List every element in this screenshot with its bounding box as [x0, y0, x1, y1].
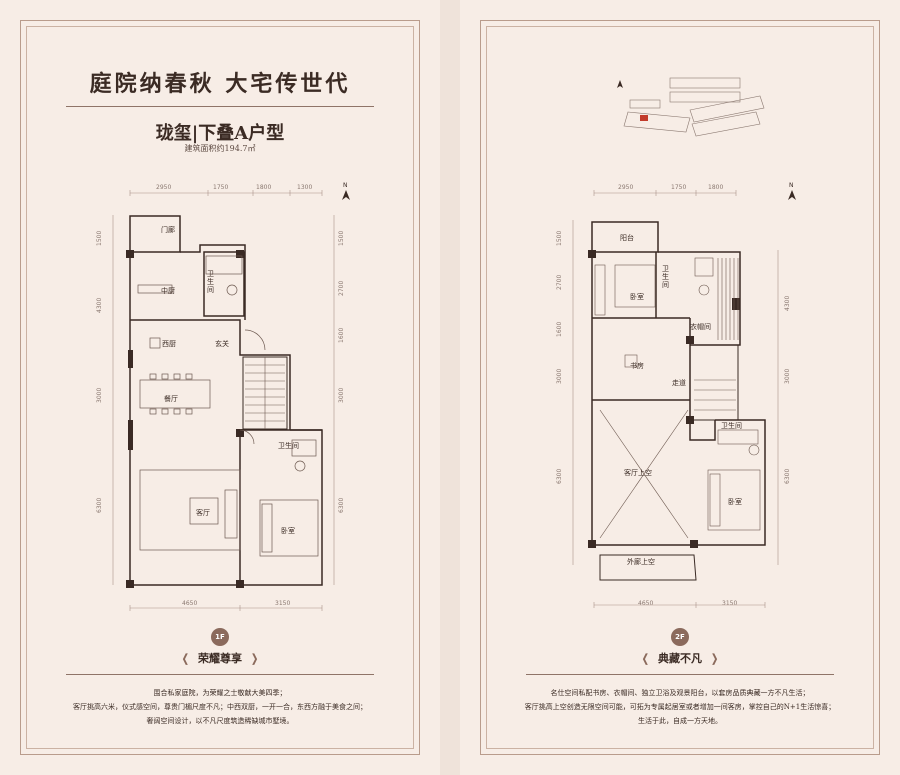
room-bathroom-bottom: 卫生间	[278, 442, 299, 450]
room-study: 书房	[630, 362, 644, 370]
inner-frame	[486, 26, 874, 749]
dim-top-2: 1750	[213, 184, 229, 191]
dim-top-1: 2950	[156, 184, 172, 191]
bracket-left-icon: ❬	[640, 652, 650, 665]
headline: 庭院纳春秋 大宅传世代	[89, 71, 351, 97]
dim-top-4: 1300	[297, 184, 313, 191]
room-bathroom-bottom: 卫生间	[721, 422, 742, 430]
floor-tagline: ❬ 荣耀尊享 ❭	[0, 650, 440, 666]
unit-marker-icon	[640, 115, 648, 121]
dim-top-2: 1750	[671, 184, 687, 191]
north-label: N	[343, 182, 348, 189]
dim-bottom-2: 3150	[275, 600, 291, 607]
room-bathroom-top: 卫生间	[207, 270, 214, 294]
site-key-plan	[617, 77, 765, 137]
dim-top-1: 2950	[618, 184, 634, 191]
dim-bottom-1: 4650	[182, 600, 198, 607]
floor-tagline: ❬ 典藏不凡 ❭	[460, 650, 900, 666]
room-bedroom-top: 卧室	[630, 293, 644, 301]
inner-frame	[26, 26, 414, 749]
dim-bottom-2: 3150	[722, 600, 738, 607]
bracket-right-icon: ❭	[710, 652, 720, 665]
tagline-divider	[526, 674, 834, 675]
room-corridor: 走道	[672, 379, 686, 387]
tagline-divider	[66, 674, 374, 675]
description-line: 奢阔空间设计，以不凡尺度筑造稀缺城市墅境。	[146, 717, 294, 725]
floor-plan-2f	[572, 190, 796, 608]
bracket-left-icon: ❬	[180, 652, 190, 665]
description-line: 名仕空间私配书房、衣帽间、独立卫浴及观景阳台，以套房品质典藏一方不凡生活；	[550, 689, 810, 697]
right-panel: 2950 1750 1800 4650 3150 1500 2700 1600 …	[460, 0, 900, 775]
description-line: 围合私家庭院，为荣耀之士敬献大美四季；	[153, 689, 287, 697]
floor-plan-1f	[112, 190, 350, 611]
room-foyer: 玄关	[215, 340, 229, 348]
tagline-text: 典藏不凡	[658, 652, 702, 665]
floor-badge: 1F	[211, 628, 229, 646]
building-area: 建筑面积约194.7㎡	[184, 144, 256, 153]
description-line: 客厅挑高上空创造无限空间可能，可拓为专属起居室或者增加一间客房，掌控自己的N+1…	[524, 703, 836, 711]
dim-top-3: 1800	[708, 184, 724, 191]
room-living: 客厅	[196, 509, 210, 517]
unit-type-title: 珑玺|下叠A户型	[155, 123, 285, 144]
room-bedroom-bottom: 卧室	[728, 498, 742, 506]
room-dining: 餐厅	[164, 395, 178, 403]
room-chinese-kitchen: 中厨	[161, 287, 175, 295]
dim-top-3: 1800	[256, 184, 272, 191]
room-entry-porch: 门廊	[161, 226, 175, 234]
outer-frame	[480, 20, 880, 755]
left-panel: 庭院纳春秋 大宅传世代 珑玺|下叠A户型 建筑面积约194.7㎡ 2950 17…	[0, 0, 440, 775]
site-north-icon	[617, 80, 623, 88]
north-arrow-icon	[342, 190, 350, 200]
room-western-kitchen: 西厨	[162, 340, 176, 348]
room-closet: 衣帽间	[690, 323, 711, 331]
room-bathroom-top: 卫生间	[662, 265, 669, 289]
outer-frame	[20, 20, 420, 755]
headline-divider	[66, 106, 374, 107]
bracket-right-icon: ❭	[250, 652, 260, 665]
north-label: N	[789, 182, 794, 189]
floor-badge: 2F	[671, 628, 689, 646]
floor-description: 围合私家庭院，为荣耀之士敬献大美四季； 客厅挑高六米，仪式感空间，尊贵门楣尺度不…	[0, 686, 440, 728]
room-living-void: 客厅上空	[624, 469, 652, 477]
room-balcony: 阳台	[620, 234, 634, 242]
room-exterior-void: 外廊上空	[627, 558, 655, 566]
description-line: 生活于此，自成一方天地。	[638, 717, 722, 725]
north-arrow-icon	[788, 190, 796, 200]
dim-bottom-1: 4650	[638, 600, 654, 607]
description-line: 客厅挑高六米，仪式感空间，尊贵门楣尺度不凡；中西双厨，一开一合，东西方融于美食之…	[73, 703, 367, 711]
tagline-text: 荣耀尊享	[198, 652, 242, 665]
floor-description: 名仕空间私配书房、衣帽间、独立卫浴及观景阳台，以套房品质典藏一方不凡生活； 客厅…	[460, 686, 900, 728]
room-bedroom: 卧室	[281, 527, 295, 535]
